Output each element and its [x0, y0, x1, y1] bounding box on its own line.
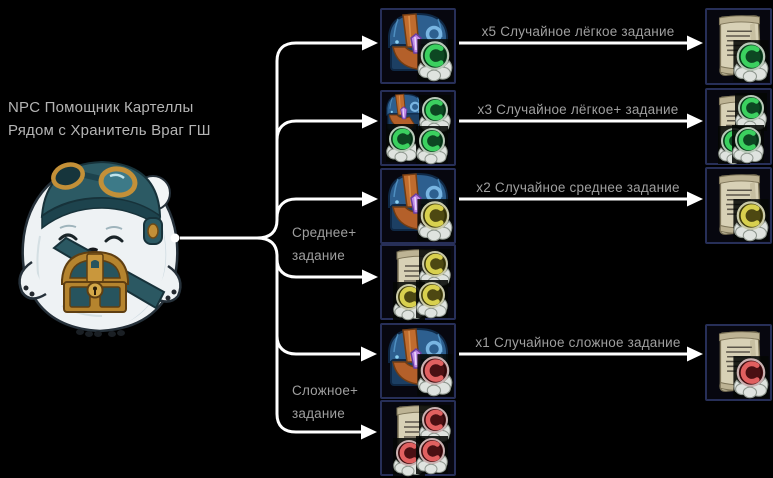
seal-emblem-icon: [415, 435, 449, 475]
scroll-tile-row1: [705, 8, 772, 85]
seal-emblem-icon: [385, 123, 419, 163]
scroll-tile-row2: [705, 88, 772, 165]
seal-emblem-icon: [732, 39, 770, 83]
npc-illustration: [18, 160, 182, 337]
seal-emblem-icon: [732, 355, 770, 399]
scroll-tile-row6: [380, 400, 456, 476]
seal-emblem-icon: [416, 353, 454, 397]
npc-caption-line2: Рядом с Хранитель Враг ГШ: [8, 122, 211, 139]
branch-line-row3: [275, 197, 362, 219]
seal-emblem-icon: [731, 124, 765, 164]
seal-emblem-icon: [416, 38, 454, 82]
chest-tile-row1: [380, 8, 456, 84]
chest-tile-row5: [380, 323, 456, 399]
branch-line-row5: [275, 335, 360, 356]
seal-emblem-icon: [415, 279, 449, 319]
chest-tile-row2: [380, 90, 456, 166]
scroll-tile-row3: [705, 167, 772, 244]
chest-tile-row3: [380, 168, 456, 244]
scroll-tile-row5: [705, 324, 772, 401]
seal-emblem-icon: [732, 198, 770, 242]
seal-emblem-icon: [416, 198, 454, 242]
reward-label-row5: x1 Случайное сложное задание: [475, 335, 681, 350]
branch-label-hard-plus: Сложное+ задание: [292, 383, 359, 421]
seal-emblem-icon: [415, 125, 449, 165]
npc-caption: NPC Помощник Картеллы Рядом с Хранитель …: [8, 96, 211, 142]
branch-line-row2: [275, 119, 362, 141]
reward-label-row2: x3 Случайное лёгкое+ задание: [477, 102, 679, 117]
branch-label-medium-plus: Среднее+ задание: [292, 225, 357, 263]
branch-line-row1: [256, 41, 362, 240]
reward-label-row1: x5 Случайное лёгкое задание: [481, 24, 675, 39]
scroll-tile-row4: [380, 244, 456, 320]
npc-caption-line1: NPC Помощник Картеллы: [8, 99, 194, 116]
reward-label-row3: x2 Случайное среднее задание: [476, 180, 680, 195]
